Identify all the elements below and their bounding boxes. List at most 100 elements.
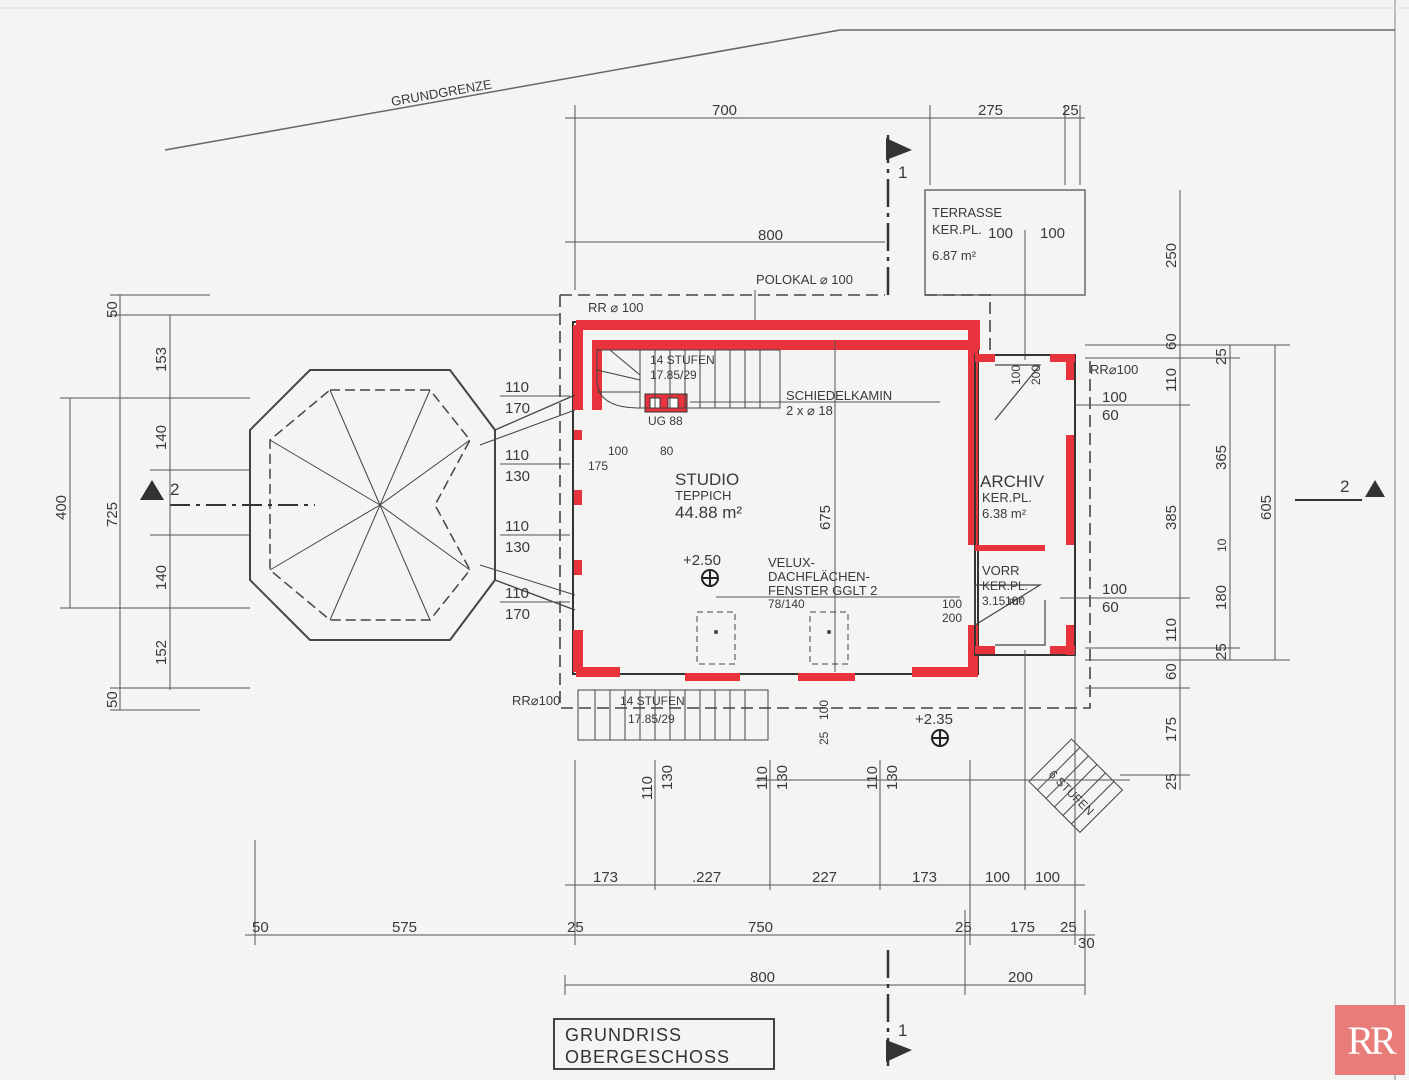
dim-top-800: 800: [758, 227, 783, 244]
svg-text:152: 152: [153, 640, 170, 665]
svg-text:110: 110: [639, 776, 656, 800]
top-dimensions: [565, 105, 1085, 360]
svg-text:170: 170: [505, 400, 530, 417]
svg-text:100: 100: [1040, 225, 1065, 242]
svg-text:60: 60: [1102, 407, 1119, 424]
svg-text:2: 2: [170, 480, 179, 499]
dim-top-275: 275: [978, 102, 1003, 119]
svg-text:80: 80: [660, 444, 674, 458]
svg-text:110: 110: [505, 518, 529, 535]
svg-text:140: 140: [153, 565, 170, 590]
studio-area: 44.88 m²: [675, 503, 742, 522]
svg-text:170: 170: [505, 606, 530, 623]
svg-text:.227: .227: [692, 869, 721, 886]
svg-text:50: 50: [252, 919, 269, 936]
svg-text:100: 100: [1009, 365, 1023, 385]
svg-text:17.85/29: 17.85/29: [628, 712, 675, 726]
svg-text:110: 110: [754, 766, 771, 790]
svg-text:100: 100: [608, 444, 628, 458]
svg-text:FENSTER GGLT 2: FENSTER GGLT 2: [768, 583, 877, 598]
svg-text:KER.PL.: KER.PL.: [982, 490, 1032, 505]
svg-text:130: 130: [774, 765, 791, 790]
plot-boundary-label: GRUNDGRENZE: [390, 76, 493, 109]
svg-text:110: 110: [1163, 368, 1180, 392]
archiv-name: ARCHIV: [980, 472, 1045, 491]
svg-text:175: 175: [1010, 919, 1035, 936]
level-marker-1: +2.50: [683, 552, 721, 587]
svg-text:100: 100: [817, 700, 831, 720]
svg-text:800: 800: [750, 969, 775, 986]
svg-text:25: 25: [1213, 348, 1230, 365]
svg-text:UG 88: UG 88: [648, 414, 683, 428]
section-marker-2-left: 2: [140, 480, 315, 506]
svg-text:173: 173: [593, 869, 618, 886]
svg-text:VELUX-: VELUX-: [768, 555, 815, 570]
svg-text:130: 130: [659, 765, 676, 790]
svg-text:250: 250: [1163, 243, 1180, 268]
plot-boundary: GRUNDGRENZE: [164, 29, 1395, 151]
svg-text:100: 100: [988, 225, 1013, 242]
svg-text:100: 100: [1102, 581, 1127, 598]
svg-text:175: 175: [588, 459, 608, 473]
svg-text:153: 153: [153, 347, 170, 372]
svg-text:14 STUFEN: 14 STUFEN: [650, 353, 715, 367]
svg-text:10: 10: [1215, 538, 1229, 552]
svg-text:110: 110: [505, 447, 529, 464]
svg-text:25: 25: [1163, 773, 1180, 790]
svg-text:173: 173: [912, 869, 937, 886]
svg-text:14 STUFEN: 14 STUFEN: [620, 694, 685, 708]
stairs-outside: [1028, 738, 1124, 834]
svg-text:180: 180: [1213, 585, 1230, 610]
svg-text:2 x ⌀ 18: 2 x ⌀ 18: [786, 403, 833, 418]
svg-text:6 STUFEN: 6 STUFEN: [1046, 767, 1097, 818]
svg-text:140: 140: [153, 425, 170, 450]
section-marker-2-right: 2: [1295, 477, 1385, 501]
vorr-name: VORR: [982, 563, 1020, 578]
svg-text:110: 110: [505, 379, 529, 396]
svg-text:60: 60: [1163, 333, 1180, 350]
drawing-title-box: GRUNDRISS OBERGESCHOSS: [553, 1018, 775, 1070]
svg-text:50: 50: [104, 691, 121, 708]
svg-text:675: 675: [817, 505, 834, 530]
drawing-title-line2: OBERGESCHOSS: [565, 1047, 731, 1067]
svg-text:6.87 m²: 6.87 m²: [932, 248, 977, 263]
svg-text:605: 605: [1258, 495, 1275, 520]
svg-text:KER.PL.: KER.PL.: [982, 579, 1028, 593]
svg-text:175: 175: [1163, 717, 1180, 742]
drawing-title-line1: GRUNDRISS: [565, 1025, 683, 1045]
svg-text:30: 30: [1078, 935, 1095, 952]
svg-text:400: 400: [53, 495, 70, 520]
svg-text:1: 1: [898, 1021, 907, 1040]
svg-text:25: 25: [1060, 919, 1077, 936]
stairs-bottom: [577, 689, 769, 741]
svg-text:200: 200: [942, 611, 962, 625]
level-marker-2: +2.35: [915, 711, 953, 747]
svg-text:100: 100: [1005, 594, 1025, 608]
svg-text:750: 750: [748, 919, 773, 936]
svg-text:25: 25: [1213, 643, 1230, 660]
terrace: TERRASSE KER.PL. 6.87 m² 100 100: [924, 189, 1086, 296]
svg-text:365: 365: [1213, 445, 1230, 470]
svg-text:60: 60: [1163, 663, 1180, 680]
svg-text:110: 110: [864, 766, 881, 790]
svg-text:+2.50: +2.50: [683, 552, 721, 569]
left-dimensions: [60, 294, 560, 711]
archiv-area: 6.38 m²: [982, 506, 1027, 521]
svg-text:130: 130: [505, 539, 530, 556]
svg-text:130: 130: [505, 468, 530, 485]
svg-text:50: 50: [104, 301, 121, 318]
roof-outline: [559, 294, 1091, 709]
svg-text:KER.PL.: KER.PL.: [932, 222, 982, 237]
svg-text:+2.35: +2.35: [915, 711, 953, 728]
section-marker-1-bottom: 1: [886, 950, 912, 1070]
svg-text:130: 130: [884, 765, 901, 790]
svg-text:25: 25: [567, 919, 584, 936]
svg-text:200: 200: [1029, 365, 1043, 385]
right-dimensions: [1060, 190, 1290, 790]
studio-floor: TEPPICH: [675, 488, 731, 503]
rr-top-note: RR ⌀ 100: [588, 300, 644, 315]
svg-text:725: 725: [104, 502, 121, 527]
svg-text:110: 110: [1163, 618, 1180, 642]
rr-logo: RR: [1335, 1005, 1405, 1075]
